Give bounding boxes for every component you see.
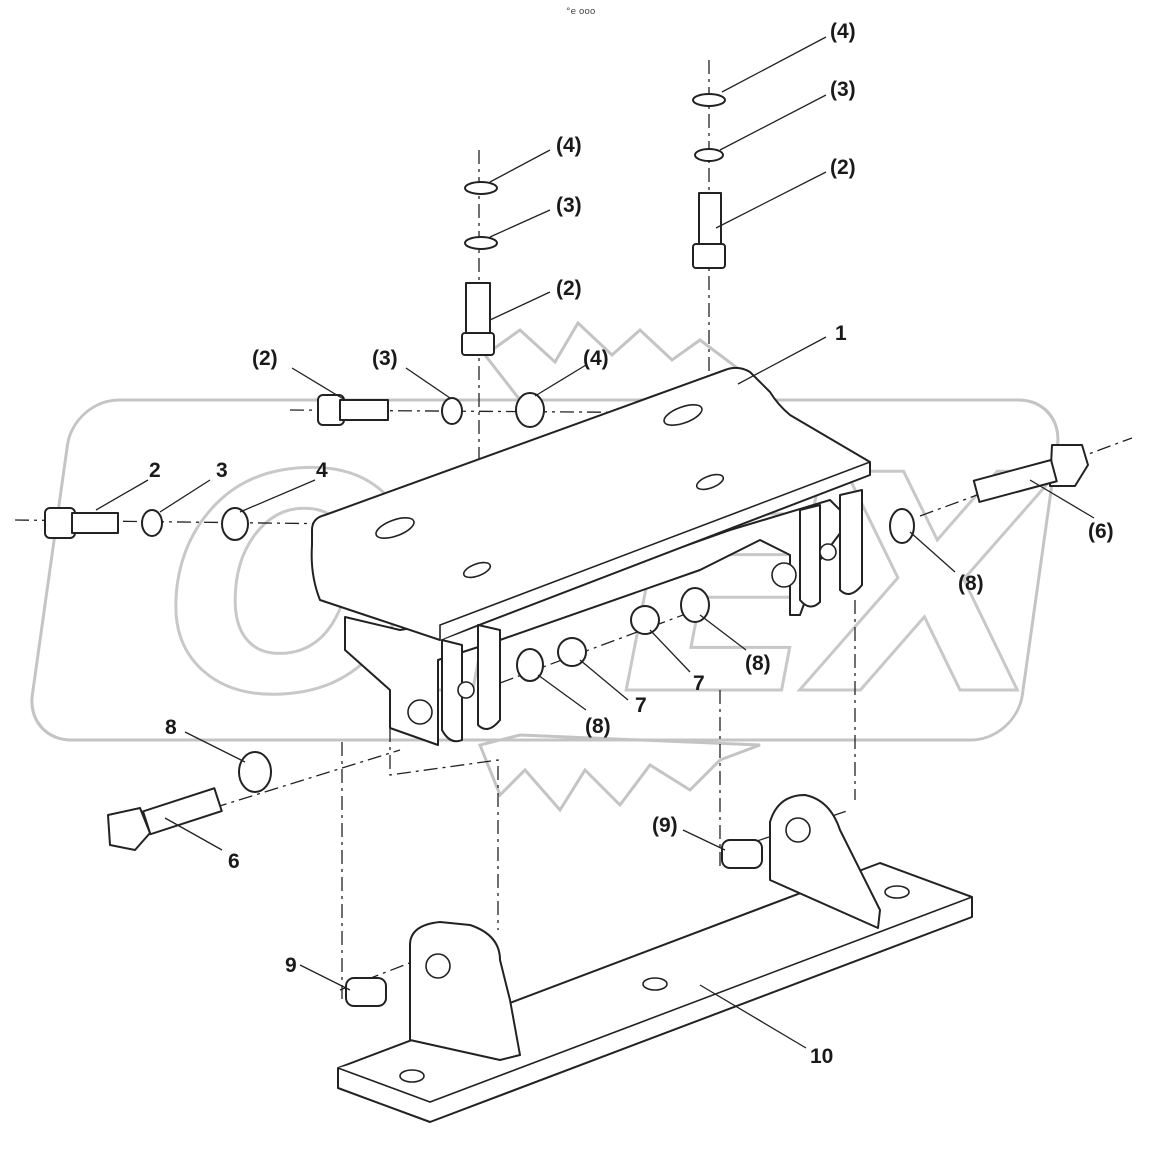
callout-label: 4 — [316, 459, 328, 482]
callout-label: (8) — [745, 652, 771, 675]
callout-label: 9 — [285, 954, 297, 977]
callout-label: (8) — [585, 715, 611, 738]
hardware-parts — [44, 93, 1089, 1007]
callout-label: (4) — [830, 20, 856, 43]
base-plate — [337, 794, 973, 1123]
callout-label: 7 — [635, 694, 647, 717]
screw-shank-part — [465, 282, 491, 337]
callout-label: (2) — [830, 156, 856, 179]
callout-label: 2 — [149, 459, 161, 482]
callout-label: (8) — [958, 572, 984, 595]
callout-label: (3) — [830, 78, 856, 101]
washer-part — [464, 181, 498, 195]
leader-lines — [95, 36, 1095, 1049]
callout-label: 6 — [228, 850, 240, 873]
callout-label: 3 — [216, 459, 228, 482]
callout-label: (2) — [252, 347, 278, 370]
lock-washer-part — [464, 236, 498, 250]
callout-label: 8 — [165, 716, 177, 739]
callout-label: (2) — [556, 277, 582, 300]
callout-label: (4) — [556, 134, 582, 157]
main-bracket — [310, 366, 871, 746]
callout-label: 10 — [810, 1045, 833, 1068]
callout-labels: (4) (3) (2) (4) (3) (2) 1 (2) (3) (4) 2 … — [149, 20, 1114, 1068]
watermark-gear-bottom — [477, 733, 761, 813]
callout-label: (3) — [556, 194, 582, 217]
callout-label: 1 — [835, 322, 847, 345]
watermark-badge — [30, 398, 1060, 742]
callout-label: (4) — [583, 347, 609, 370]
header-mark: °e ooo — [566, 7, 596, 17]
callout-label: (9) — [652, 814, 678, 837]
callout-label: 7 — [693, 672, 705, 695]
screw-head-part — [461, 332, 495, 356]
callout-label: (6) — [1088, 520, 1114, 543]
callout-label: (3) — [372, 347, 398, 370]
